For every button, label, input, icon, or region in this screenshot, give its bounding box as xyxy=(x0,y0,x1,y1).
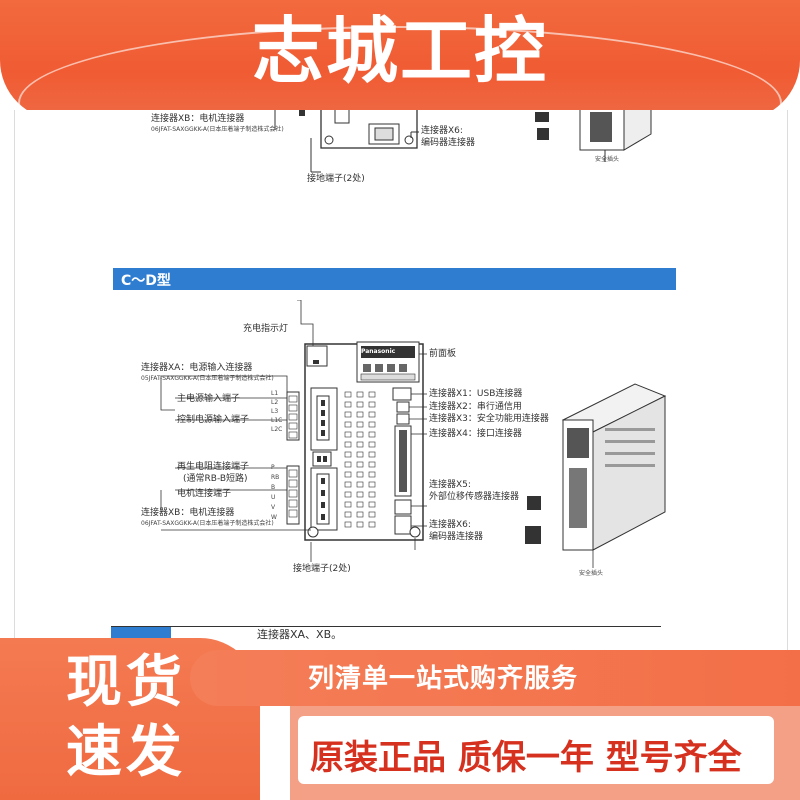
label-x2: 连接器X2：串行通信用 xyxy=(429,402,522,412)
top-label-safety-plug: 安全插头 xyxy=(595,156,620,163)
footnote-text: 连接器XA、XB。 xyxy=(257,628,343,641)
terminal-letter: L3 xyxy=(271,408,279,415)
service-text: 列清单一站式购齐服务 xyxy=(308,664,579,694)
label-motor-terminal: 电机连接端子 xyxy=(177,489,232,499)
guarantee-box: 原装正品 质保一年 型号齐全 xyxy=(298,716,774,784)
terminal-letter: L2C xyxy=(271,426,283,433)
label-x6-desc: 编码器连接器 xyxy=(429,532,484,542)
label-main-power: 主电源输入端子 xyxy=(177,394,241,404)
footnote-row: 连接器XA、XB。 xyxy=(111,626,661,647)
label-control-power: 控制电源输入端子 xyxy=(177,415,250,425)
stock-line-2: 速发 xyxy=(66,720,186,785)
stock-line-1: 现货 xyxy=(66,650,186,715)
terminal-letter: RB xyxy=(271,474,280,481)
terminal-letter: W xyxy=(271,514,277,521)
label-x5: 连接器X5: xyxy=(429,480,471,490)
footnote-tab xyxy=(111,627,171,641)
guarantee-text: 原装正品 质保一年 型号齐全 xyxy=(310,738,742,778)
terminal-letter: B xyxy=(271,484,276,491)
top-label-connector-xb-part: 06JFAT-SAXGGKK-A(日本压着端子制造株式会社) xyxy=(151,126,284,133)
panasonic-logo: Panasonic xyxy=(361,348,396,355)
label-connector-xb: 连接器XB：电机连接器 xyxy=(141,508,235,518)
terminal-letter: L1C xyxy=(271,417,283,424)
terminal-letter: L1 xyxy=(271,390,279,397)
upper-diagram xyxy=(274,110,652,173)
label-connector-xa-part: 05JFAT-SAXGGKK-A(日本压着端子制造株式会社) xyxy=(141,375,274,382)
guarantee-bar: 原装正品 质保一年 型号齐全 xyxy=(290,706,800,800)
label-x4: 连接器X4：接口连接器 xyxy=(429,429,522,439)
servo-driver-diagram xyxy=(160,300,667,568)
manual-page: 连接器XB：电机连接器 06JFAT-SAXGGKK-A(日本压着端子制造株式会… xyxy=(14,110,788,650)
top-banner: 志城工控 xyxy=(0,0,800,120)
label-x3: 连接器X3：安全功能用连接器 xyxy=(429,414,549,424)
label-x6: 连接器X6: xyxy=(429,520,471,530)
top-label-connector-x6: 连接器X6: xyxy=(421,126,463,136)
label-x5-desc: 外部位移传感器连接器 xyxy=(429,492,520,502)
label-ground: 接地端子(2处) xyxy=(293,564,351,574)
top-label-ground: 接地端子(2处) xyxy=(307,174,365,184)
label-safety-plug: 安全插头 xyxy=(579,570,604,577)
label-connector-xa: 连接器XA：电源输入连接器 xyxy=(141,363,253,373)
section-title-bar: C～D型 xyxy=(113,268,676,290)
brand-title: 志城工控 xyxy=(251,9,548,93)
section-title: C～D型 xyxy=(121,273,171,289)
label-x1: 连接器X1：USB连接器 xyxy=(429,389,523,399)
bottom-banner: 现货 速发 列清单一站式购齐服务 原装正品 质保一年 型号齐全 xyxy=(0,620,800,800)
label-regen-resistor: 再生电阻连接端子 xyxy=(177,462,250,472)
terminal-letter: P xyxy=(271,464,275,471)
label-connector-xb-part: 06JFAT-SAXGGKK-A(日本压着端子制造株式会社) xyxy=(141,520,274,527)
terminal-letter: L2 xyxy=(271,399,279,406)
label-front-panel: 前面板 xyxy=(429,349,457,359)
service-strip: 列清单一站式购齐服务 xyxy=(190,650,800,706)
top-label-connector-xb: 连接器XB：电机连接器 xyxy=(151,114,245,124)
terminal-letter: V xyxy=(271,504,276,511)
terminal-letter: U xyxy=(271,494,276,501)
label-regen-note: (通常RB-B短路) xyxy=(183,474,248,484)
label-charge-led: 充电指示灯 xyxy=(243,324,289,334)
top-label-encoder: 编码器连接器 xyxy=(421,138,476,148)
